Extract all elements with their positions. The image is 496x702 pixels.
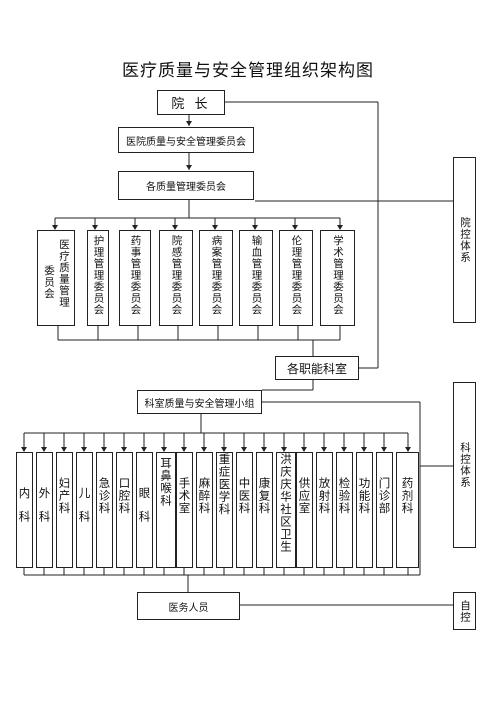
committee-pharmacy-label: 药事管理委员会 (129, 235, 142, 316)
department-label: 耳鼻喉科 (159, 457, 173, 507)
department-box: 放射科 (316, 452, 333, 568)
department-box: 眼科 (136, 452, 153, 568)
committee-ethics: 伦理管理委员会 (279, 230, 313, 326)
committee-nursing-label: 护理管理委员会 (92, 235, 105, 316)
department-box: 功能科 (356, 452, 373, 568)
medical-staff-box: 医务人员 (137, 592, 240, 620)
president-box: 院 长 (157, 90, 225, 115)
hospital-committee-label: 医院质量与安全管理委员会 (126, 136, 246, 148)
department-label: 口腔科 (117, 477, 132, 515)
committee-transfusion-label: 输血管理委员会 (250, 235, 263, 316)
department-box: 口腔科 (116, 452, 133, 568)
department-label: 供应室 (297, 477, 312, 515)
quality-committees-label: 各质量管理委员会 (146, 182, 226, 193)
department-box: 门诊部 (376, 452, 393, 568)
department-label: 眼科 (137, 487, 152, 534)
department-label: 放射科 (317, 477, 332, 515)
committee-medical-label-b: 委员会 (43, 265, 55, 300)
department-box: 康复科 (256, 452, 273, 568)
department-label: 中医科 (237, 477, 252, 515)
committee-transfusion: 输血管理委员会 (239, 230, 273, 326)
department-label: 重症医学科 (217, 453, 232, 516)
department-box: 药剂科 (396, 452, 419, 568)
department-label: 手术室 (177, 477, 192, 515)
hospital-control-label: 院控体系 (459, 217, 471, 263)
department-box: 内科 (16, 452, 33, 568)
department-label: 急诊科 (97, 477, 112, 515)
medical-staff-label: 医务人员 (168, 602, 209, 614)
quality-committees-box: 各质量管理委员会 (118, 171, 254, 200)
committee-nursing: 护理管理委员会 (87, 230, 109, 326)
department-box: 儿科 (76, 452, 93, 568)
committee-academic: 学术管理委员会 (320, 230, 355, 326)
committee-infection-label: 院感管理委员会 (170, 235, 183, 316)
department-label: 门诊部 (377, 477, 392, 515)
self-control-box: 自控 (453, 592, 476, 630)
department-box: 检验科 (336, 452, 353, 568)
department-label: 药剂科 (400, 477, 415, 515)
committee-medical-label-a: 医疗质量管理 (58, 239, 70, 308)
page-title: 医疗质量与安全管理组织架构图 (122, 61, 374, 81)
dept-group-label: 科室质量与安全管理小组 (144, 398, 255, 410)
dept-group-box: 科室质量与安全管理小组 (137, 390, 262, 414)
committee-ethics-label: 伦理管理委员会 (290, 235, 303, 316)
department-box: 妇产科 (56, 452, 73, 568)
dept-control-box: 科控体系 (453, 382, 476, 548)
department-label: 内科 (17, 487, 32, 534)
hospital-committee-box: 医院质量与安全管理委员会 (118, 127, 254, 153)
functional-depts-label: 各职能科室 (286, 361, 347, 376)
department-label: 洪庆庆华社区卫生 (279, 453, 293, 553)
department-box: 供应室 (296, 452, 313, 568)
department-label: 外科 (37, 487, 52, 534)
president-label: 院 长 (171, 97, 211, 112)
department-label: 儿科 (77, 487, 92, 534)
functional-depts-box: 各职能科室 (275, 356, 359, 380)
hospital-control-box: 院控体系 (453, 157, 476, 323)
department-box: 耳鼻喉科 (156, 452, 176, 568)
department-box: 重症医学科 (216, 452, 233, 568)
department-box: 手术室 (176, 452, 193, 568)
committee-pharmacy: 药事管理委员会 (119, 230, 151, 326)
department-label: 功能科 (357, 477, 372, 515)
self-control-label: 自控 (459, 599, 471, 623)
dept-control-label: 科控体系 (459, 442, 471, 488)
department-label: 检验科 (337, 477, 352, 515)
department-box: 急诊科 (96, 452, 113, 568)
department-label: 妇产科 (57, 477, 72, 515)
department-box: 洪庆庆华社区卫生 (276, 452, 296, 568)
department-label: 麻醉科 (197, 477, 212, 515)
department-box: 外科 (36, 452, 53, 568)
committee-infection: 院感管理委员会 (159, 230, 193, 326)
department-box: 麻醉科 (196, 452, 213, 568)
committee-records: 病案管理委员会 (199, 230, 233, 326)
committee-medical: 医疗质量管理 委员会 (37, 230, 75, 326)
committee-academic-label: 学术管理委员会 (332, 235, 344, 316)
department-box: 中医科 (236, 452, 253, 568)
department-label: 康复科 (257, 477, 272, 515)
committee-records-label: 病案管理委员会 (210, 235, 223, 316)
